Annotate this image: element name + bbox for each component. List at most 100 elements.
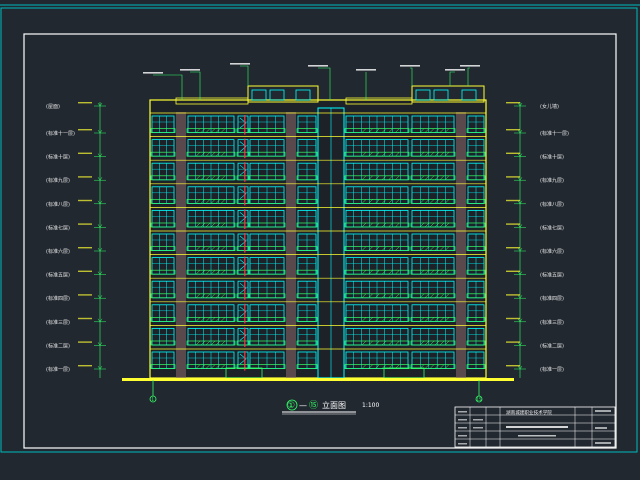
level-label: (标准九层)	[46, 177, 70, 184]
balcony-hatch	[375, 199, 380, 204]
level-symbol	[517, 102, 523, 107]
level-label: (标准八层)	[46, 201, 70, 208]
balcony-hatch	[444, 270, 450, 275]
balcony-hatch	[439, 199, 445, 204]
level-symbol	[517, 295, 523, 299]
balcony-hatch	[375, 270, 380, 275]
balcony-hatch	[361, 293, 367, 298]
balcony-hatch	[210, 317, 216, 322]
balcony-hatch	[381, 340, 387, 346]
balcony-rail	[150, 293, 176, 299]
level-label: (标准六层)	[46, 248, 70, 255]
balcony-hatch	[444, 128, 450, 133]
balcony-hatch	[368, 270, 373, 275]
balcony-hatch	[195, 270, 201, 275]
ac-unit	[239, 306, 247, 318]
balcony-hatch	[439, 246, 445, 251]
balcony-hatch	[195, 246, 201, 251]
balcony-rail	[150, 199, 176, 204]
balcony-rail	[296, 128, 318, 133]
elevation-value-mark	[506, 294, 520, 296]
balcony-hatch	[205, 199, 211, 204]
balcony-hatch	[419, 340, 425, 346]
annotation-mark	[400, 65, 420, 67]
balcony-hatch	[215, 317, 221, 322]
balcony-hatch	[434, 364, 440, 369]
balcony-hatch	[195, 293, 201, 298]
leader-line	[449, 71, 455, 86]
balcony-hatch	[361, 152, 367, 157]
level-label: (标准五层)	[540, 272, 564, 279]
balcony-hatch	[215, 293, 221, 298]
balcony-rail	[466, 340, 486, 346]
balcony-hatch	[444, 293, 450, 298]
level-symbol	[517, 200, 523, 205]
level-symbol	[97, 224, 103, 228]
ac-unit	[239, 282, 247, 294]
wall-dim-mark	[244, 209, 246, 229]
balcony-hatch	[444, 364, 450, 369]
axis-bubble-right	[475, 395, 483, 403]
balcony-hatch	[361, 128, 367, 133]
balcony-rail	[410, 293, 456, 299]
balcony-hatch	[361, 270, 367, 275]
balcony-hatch	[381, 246, 387, 251]
balcony-hatch	[205, 293, 211, 298]
balcony-hatch	[368, 364, 373, 369]
balcony-hatch	[439, 152, 445, 157]
balcony-hatch	[220, 152, 226, 157]
balcony-hatch	[439, 270, 445, 275]
column-strip	[456, 112, 466, 378]
wall-dim-mark	[244, 256, 246, 277]
balcony-hatch	[210, 270, 216, 275]
balcony-hatch	[205, 270, 211, 275]
building-elevation	[143, 63, 487, 379]
balcony-rail	[410, 222, 456, 228]
balcony-rail	[410, 269, 456, 275]
ground-line	[122, 378, 514, 381]
balcony-hatch	[429, 175, 435, 180]
level-label: (标准十一层)	[540, 130, 569, 137]
balcony-hatch	[375, 152, 380, 157]
level-symbol	[97, 295, 103, 299]
balcony-hatch	[434, 340, 440, 346]
balcony-hatch	[429, 293, 435, 298]
level-symbol	[517, 247, 523, 252]
column-strip	[176, 112, 186, 378]
balcony-hatch	[220, 317, 226, 322]
level-label: (标准二层)	[540, 342, 564, 349]
elevation-value-mark	[506, 176, 520, 178]
level-symbol	[97, 177, 103, 181]
sheet-frame	[23, 33, 617, 449]
balcony-hatch	[195, 175, 201, 180]
ac-unit	[239, 259, 247, 270]
balcony-hatch	[388, 199, 393, 204]
balcony-rail	[296, 364, 318, 369]
level-label: (标准三层)	[46, 319, 70, 326]
leader-line	[240, 65, 249, 86]
balcony-hatch	[200, 364, 206, 369]
balcony-hatch	[200, 152, 206, 157]
balcony-hatch	[210, 128, 216, 133]
balcony-hatch	[200, 317, 206, 322]
elevation-value-mark	[78, 341, 92, 343]
penthouse-window	[415, 89, 431, 101]
elevation-value-mark	[78, 317, 92, 320]
balcony-hatch	[395, 152, 400, 157]
balcony-hatch	[361, 340, 367, 346]
elevation-value-mark	[506, 152, 520, 154]
balcony-hatch	[368, 246, 373, 251]
balcony-hatch	[388, 317, 393, 322]
balcony-hatch	[200, 270, 206, 275]
balcony-hatch	[195, 199, 201, 204]
elevation-value-mark	[78, 270, 92, 272]
elevation-value-mark	[506, 199, 520, 202]
balcony-hatch	[215, 246, 221, 251]
balcony-hatch	[434, 246, 440, 251]
balcony-hatch	[388, 175, 393, 180]
balcony-rail	[150, 246, 176, 251]
title-circle-b: ⑮	[309, 400, 318, 411]
ac-unit	[239, 353, 247, 365]
wall-dim-mark	[244, 115, 246, 135]
balcony-hatch	[419, 128, 425, 133]
